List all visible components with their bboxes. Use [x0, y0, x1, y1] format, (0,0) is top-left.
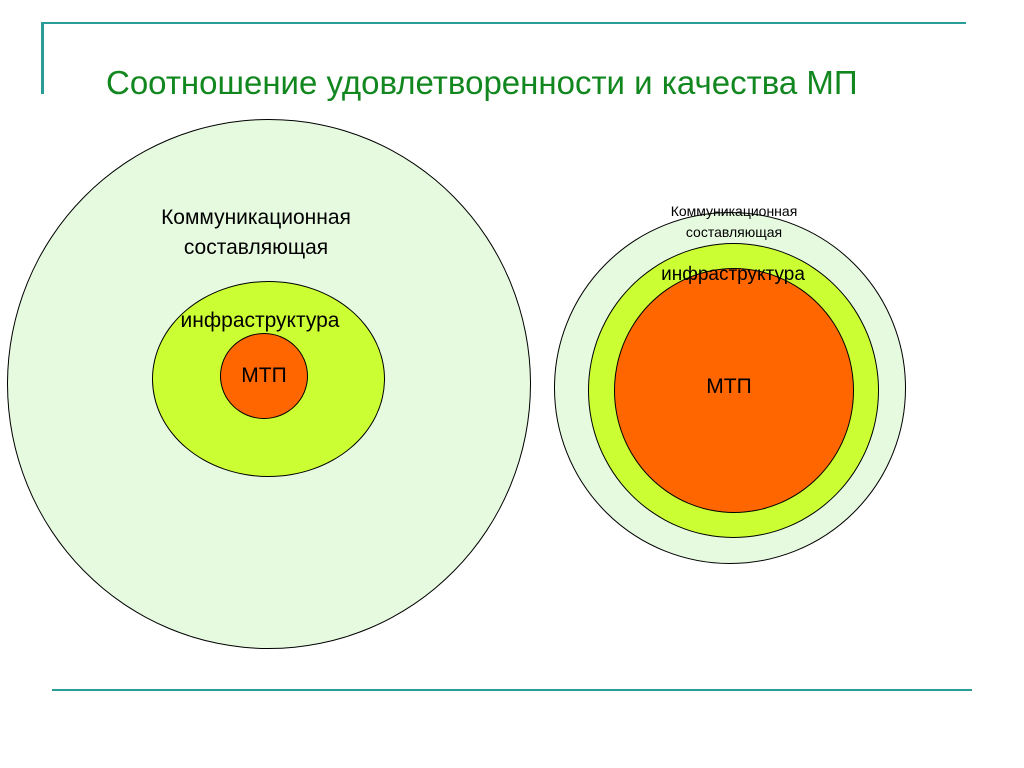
left-outer-label-line1: Коммуникационная [161, 206, 351, 229]
left-outer-label-line2: составляющая [183, 236, 329, 259]
left-inner-circle [220, 333, 308, 419]
right-inner-label: МТП [706, 375, 752, 398]
frame-bottom-line [52, 689, 972, 691]
left-middle-label: инфраструктура [180, 309, 340, 332]
right-middle-label: инфраструктура [661, 264, 805, 285]
left-inner-label: МТП [241, 364, 287, 387]
frame-vertical-line [41, 22, 44, 94]
right-outer-label-line2: составляющая [685, 224, 783, 240]
right-outer-label-line1: Коммуникационная [670, 203, 798, 219]
right-inner-circle [614, 268, 854, 513]
frame-top-line [41, 22, 966, 24]
slide-title: Соотношение удовлетворенности и качества… [106, 64, 858, 101]
